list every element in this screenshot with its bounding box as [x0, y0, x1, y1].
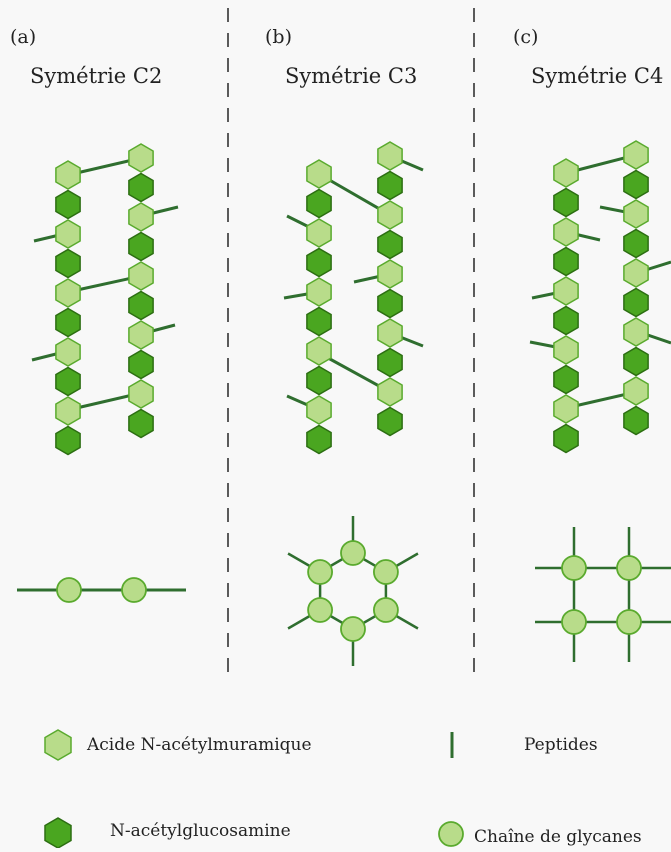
- glcnac-hexagon: [306, 424, 332, 455]
- glcnac-hexagon: [306, 365, 332, 396]
- murnac-hexagon: [377, 141, 403, 171]
- glycan-chain-circle: [616, 555, 642, 581]
- murnac-hexagon: [377, 259, 403, 289]
- glcnac-hexagon: [377, 288, 403, 319]
- murnac-hexagon: [377, 318, 403, 348]
- murnac-hexagon: [306, 277, 332, 307]
- murnac-hexagon: [55, 160, 81, 190]
- glycan-chain-circle: [340, 616, 366, 642]
- murnac-hexagon: [55, 337, 81, 367]
- glcnac-hexagon: [553, 187, 579, 218]
- murnac-hexagon: [553, 276, 579, 306]
- glycan-chain-circle: [438, 821, 464, 847]
- murnac-hexagon: [306, 336, 332, 366]
- panel-label-c: (c): [513, 26, 538, 48]
- glcnac-hexagon: [623, 169, 649, 200]
- glcnac-hexagon: [128, 172, 154, 203]
- murnac-hexagon: [44, 729, 72, 761]
- murnac-hexagon: [306, 218, 332, 248]
- murnac-hexagon: [623, 140, 649, 170]
- glcnac-hexagon: [55, 248, 81, 279]
- legend-murnac-label: Acide N-acétylmuramique: [86, 735, 312, 755]
- glcnac-hexagon: [377, 406, 403, 437]
- murnac-hexagon: [55, 219, 81, 249]
- glcnac-hexagon: [55, 425, 81, 456]
- glycan-chain-circle: [373, 559, 399, 585]
- panel-title-a: Symétrie C2: [30, 64, 162, 88]
- panel-title-c: Symétrie C4: [531, 64, 663, 88]
- murnac-hexagon: [623, 199, 649, 229]
- glycan-chain-circle: [561, 555, 587, 581]
- glcnac-hexagon: [44, 817, 72, 849]
- murnac-hexagon: [623, 317, 649, 347]
- glcnac-hexagon: [377, 170, 403, 201]
- murnac-hexagon: [128, 202, 154, 232]
- murnac-hexagon: [623, 376, 649, 406]
- glcnac-hexagon: [553, 305, 579, 336]
- glycan-chain-circle: [373, 597, 399, 623]
- glcnac-hexagon: [623, 287, 649, 318]
- panel-label-a: (a): [10, 26, 36, 48]
- murnac-hexagon: [128, 320, 154, 350]
- murnac-hexagon: [128, 379, 154, 409]
- murnac-hexagon: [55, 278, 81, 308]
- glcnac-hexagon: [553, 364, 579, 395]
- murnac-hexagon: [128, 143, 154, 173]
- glcnac-hexagon: [306, 306, 332, 337]
- murnac-hexagon: [377, 200, 403, 230]
- glcnac-hexagon: [128, 349, 154, 380]
- murnac-hexagon: [553, 394, 579, 424]
- glycan-chain-circle: [121, 577, 147, 603]
- glycan-chain-circle: [307, 597, 333, 623]
- murnac-hexagon: [306, 159, 332, 189]
- glcnac-hexagon: [128, 231, 154, 262]
- glycan-chain-circle: [616, 609, 642, 635]
- murnac-hexagon: [55, 396, 81, 426]
- glycan-chain-circle: [561, 609, 587, 635]
- glcnac-hexagon: [377, 229, 403, 260]
- panel-label-b: (b): [265, 26, 292, 48]
- glcnac-hexagon: [306, 188, 332, 219]
- legend-symbols: [44, 729, 464, 849]
- glcnac-hexagon: [553, 246, 579, 277]
- murnac-hexagon: [128, 261, 154, 291]
- murnac-hexagon: [553, 335, 579, 365]
- murnac-hexagon: [623, 258, 649, 288]
- glcnac-hexagon: [128, 408, 154, 439]
- glcnac-hexagon: [623, 228, 649, 259]
- glcnac-hexagon: [623, 346, 649, 377]
- glycan-chain-circle: [56, 577, 82, 603]
- glcnac-hexagon: [553, 423, 579, 454]
- top-view-diagrams: [17, 516, 671, 666]
- glycan-strands: [55, 140, 649, 456]
- legend-glcnac-label: N-acétylglucosamine: [110, 821, 291, 841]
- glcnac-hexagon: [55, 366, 81, 397]
- murnac-hexagon: [553, 217, 579, 247]
- glcnac-hexagon: [377, 347, 403, 378]
- murnac-hexagon: [553, 158, 579, 188]
- murnac-hexagon: [377, 377, 403, 407]
- glcnac-hexagon: [623, 405, 649, 436]
- glcnac-hexagon: [55, 307, 81, 338]
- legend-peptides-label: Peptides: [524, 735, 598, 755]
- glycan-chain-circle: [307, 559, 333, 585]
- murnac-hexagon: [306, 395, 332, 425]
- glcnac-hexagon: [128, 290, 154, 321]
- panel-title-b: Symétrie C3: [285, 64, 417, 88]
- glycan-chain-circle: [340, 540, 366, 566]
- glcnac-hexagon: [306, 247, 332, 278]
- glcnac-hexagon: [55, 189, 81, 220]
- legend-glycan-chain-label: Chaîne de glycanes: [474, 827, 642, 847]
